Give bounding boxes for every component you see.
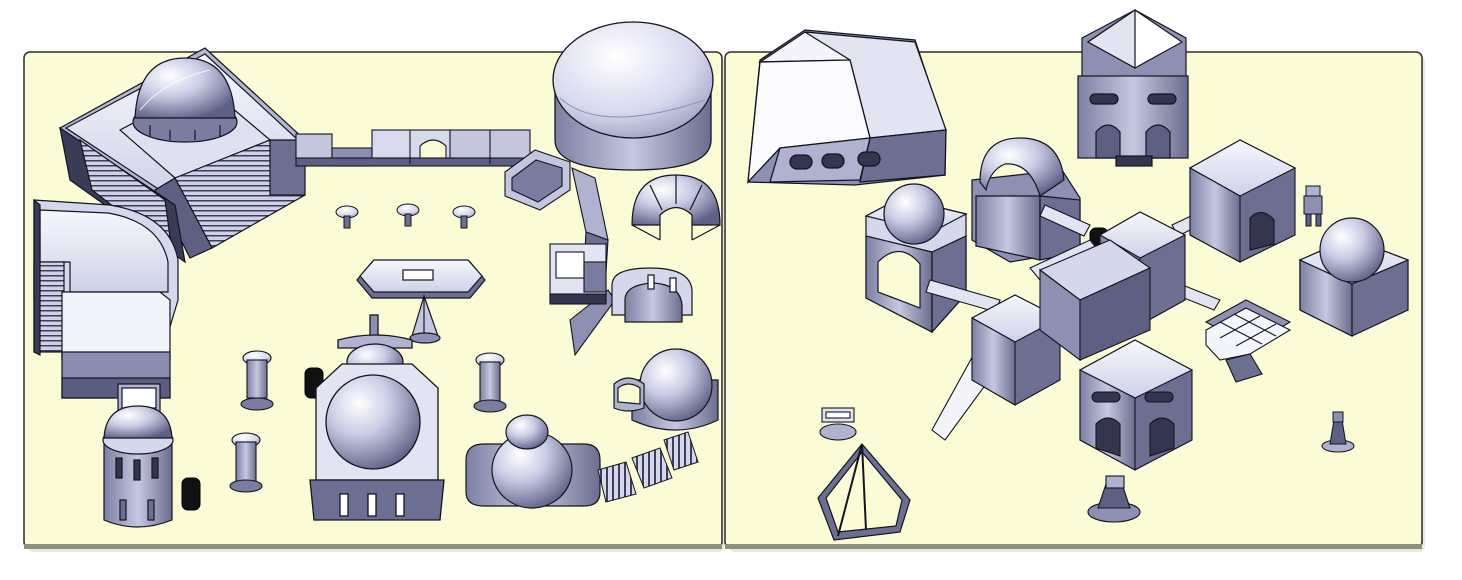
grid-floor-tile: [1204, 299, 1292, 383]
machine-block: [549, 243, 607, 305]
octagon-table: [356, 259, 486, 344]
corrugated-tunnels: [597, 431, 699, 503]
pillars: [229, 350, 507, 493]
domed-tower-right-board: [864, 183, 968, 334]
modular-base-complex: [925, 139, 1297, 471]
sign-post-base: [819, 407, 857, 441]
curved-wall-section: [611, 267, 693, 323]
pyramid-frame: [817, 443, 911, 541]
central-domed-bunker: [309, 314, 445, 521]
domed-block-right: [1298, 217, 1410, 337]
quarter-dome-shell: [631, 174, 721, 241]
angled-monitor-base: [1087, 475, 1141, 523]
small-figure-right: [1321, 411, 1355, 453]
wedge-shelter: [747, 29, 947, 186]
stools-row: [335, 203, 476, 229]
robot-figure: [1303, 185, 1323, 227]
wall-segments-top: [295, 129, 531, 167]
pyramid-roof-tower: [1077, 8, 1189, 167]
cross-dome-module: [465, 414, 601, 509]
round-tower-left: [102, 383, 174, 528]
dome-with-tunnel: [613, 348, 719, 431]
large-disc-dome: [552, 21, 714, 171]
